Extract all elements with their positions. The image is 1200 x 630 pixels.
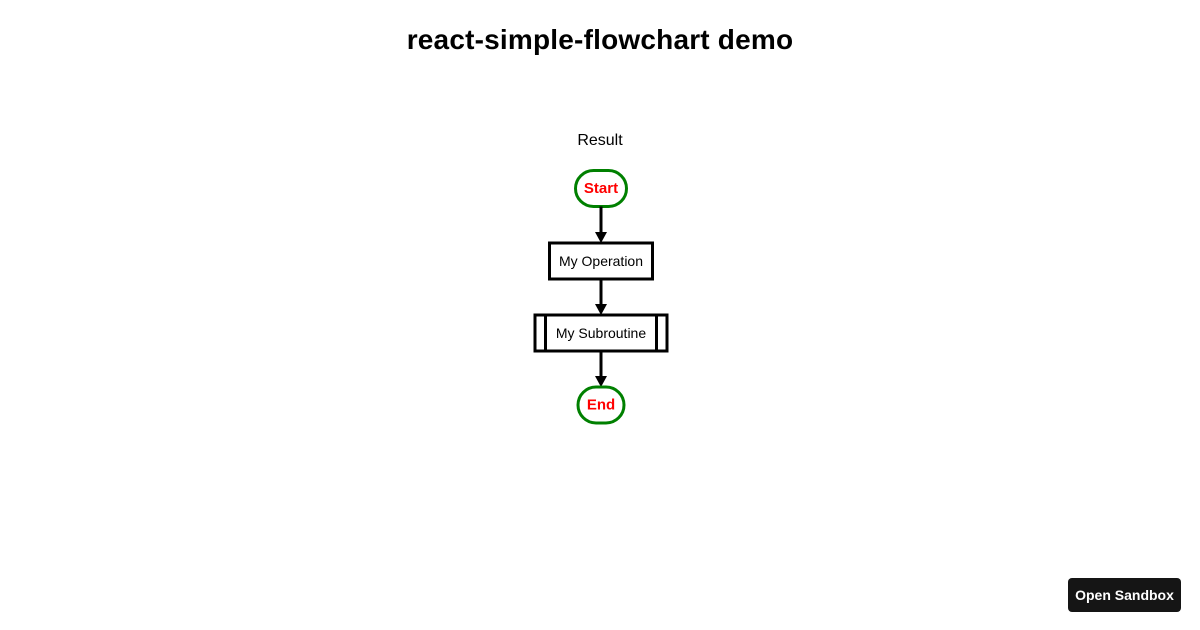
page-title: react-simple-flowchart demo	[406, 24, 794, 55]
subroutine-node-label: My Subroutine	[556, 325, 646, 341]
end-node	[576, 385, 626, 425]
end-node-label: End	[587, 397, 615, 414]
open-sandbox-button[interactable]: Open Sandbox	[1068, 578, 1181, 612]
operation-node-label: My Operation	[559, 253, 643, 269]
arrowhead-icon	[595, 232, 607, 243]
operation-node	[548, 241, 654, 281]
arrowhead-icon	[595, 376, 607, 387]
result-label: Result	[577, 132, 623, 149]
flowchart-diagram: Start My Operation My Subroutine End	[533, 169, 669, 425]
start-node-label: Start	[584, 180, 618, 197]
arrowhead-icon	[595, 304, 607, 315]
